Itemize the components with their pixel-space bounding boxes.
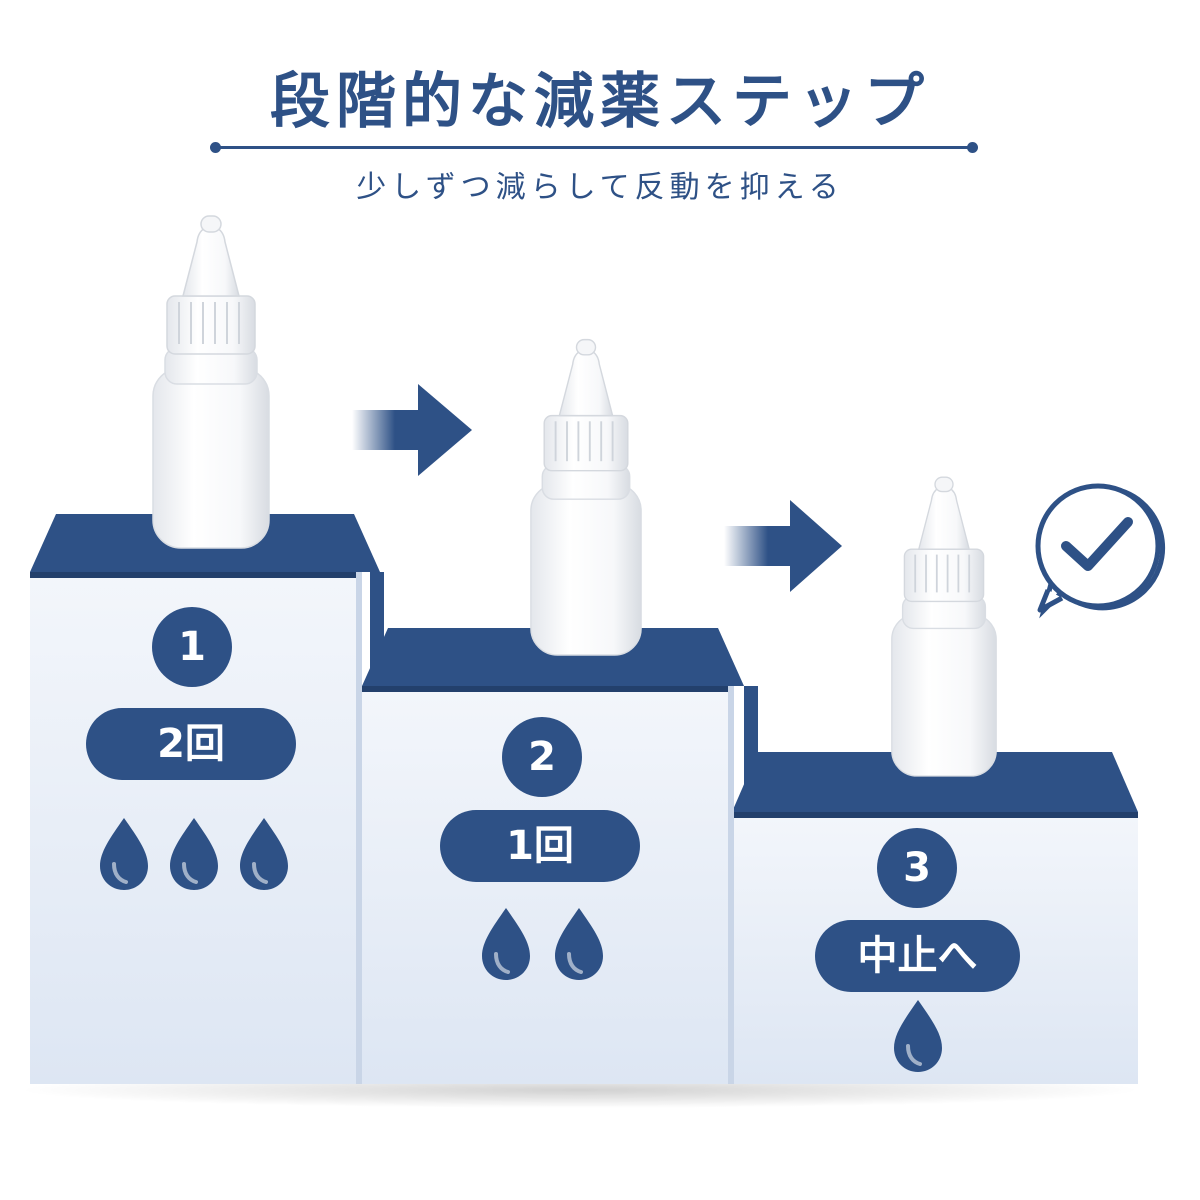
- step-2-pill: [440, 810, 640, 882]
- right-arrow-icon: [352, 384, 472, 476]
- step-1-block: [30, 514, 384, 1084]
- step-3-number-circle: [877, 828, 957, 908]
- step-1-number: 1: [178, 624, 206, 670]
- step-1-number-circle: [152, 607, 232, 687]
- divider-dot-left: [210, 142, 221, 153]
- step-3-number: 3: [903, 845, 931, 891]
- step-1-label: 2回: [157, 721, 225, 767]
- step-3-pill: [815, 920, 1020, 992]
- check-bubble-icon: [1035, 483, 1166, 619]
- step-3-label: 中止へ: [857, 933, 978, 979]
- title-divider: [210, 142, 978, 153]
- dropper-bottle-icon: [890, 476, 998, 777]
- step-2-number: 2: [528, 734, 556, 780]
- dropper-bottle-icon: [152, 215, 270, 549]
- right-arrow-icon: [724, 500, 842, 592]
- step-2-label: 1回: [506, 823, 574, 869]
- dropper-bottle-icon: [529, 338, 643, 656]
- step-2-number-circle: [502, 717, 582, 797]
- page-title: 段階的な減薬ステップ: [270, 67, 930, 137]
- page-subtitle: 少しずつ減らして反動を抑える: [356, 170, 844, 205]
- divider-dot-right: [967, 142, 978, 153]
- step-1-pill: [86, 708, 296, 780]
